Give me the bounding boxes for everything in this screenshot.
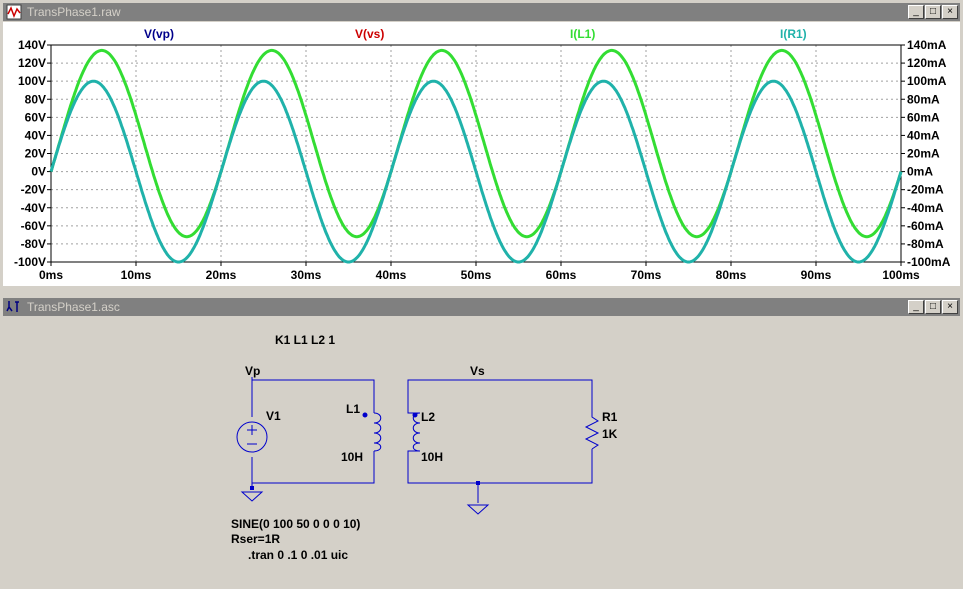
ground-icon: [466, 481, 490, 515]
x-tick-label: 70ms: [631, 268, 662, 282]
trace-legend-il1: I(L1): [570, 27, 595, 41]
plot-window-titlebar[interactable]: TransPhase1.raw _□×: [3, 3, 960, 21]
y-tick-label-left: 80V: [25, 92, 46, 106]
schematic-icon: [6, 301, 19, 312]
waveform-plot[interactable]: 0ms 10ms 20ms 30ms 40ms 50ms 60ms 70ms 80ms 90ms 1…: [3, 22, 960, 286]
trace-ir1: [49, 79, 903, 264]
y-tick-label-right: -100mA: [907, 255, 951, 269]
y-tick-label-left: 20V: [25, 147, 46, 161]
trace-legend-vvp: V(vp): [144, 27, 174, 41]
resistor-r1-icon[interactable]: [584, 413, 600, 450]
y-tick-label-right: -20mA: [907, 183, 944, 197]
component-label-r1[interactable]: R1: [602, 410, 618, 424]
tran-directive[interactable]: .tran 0 .1 0 .01 uic: [248, 548, 348, 562]
y-tick-label-left: -80V: [21, 237, 46, 251]
net-label-vs[interactable]: Vs: [470, 364, 485, 378]
x-tick-label: 0ms: [39, 268, 63, 282]
component-value-l2[interactable]: 10H: [421, 450, 443, 464]
x-tick-label: 60ms: [546, 268, 577, 282]
y-tick-label-left: -20V: [21, 183, 46, 197]
inductor-l1-icon[interactable]: [362, 412, 382, 452]
voltage-source-v1[interactable]: [236, 421, 268, 453]
x-tick-label: 10ms: [121, 268, 152, 282]
waveform-icon: [6, 4, 22, 20]
schematic-wires: [251, 377, 593, 503]
y-tick-label-left: -100V: [14, 255, 46, 269]
y-tick-label-left: 60V: [25, 110, 46, 124]
plot-window-title: TransPhase1.raw: [27, 5, 121, 19]
close-button[interactable]: ×: [942, 300, 958, 314]
y-tick-label-left: 0V: [31, 165, 46, 179]
component-value-l1[interactable]: 10H: [341, 450, 363, 464]
trace-legend-vvs: V(vs): [355, 27, 384, 41]
y-tick-label-left: 140V: [18, 38, 46, 52]
trace-legend-ir1: I(R1): [780, 27, 807, 41]
source-spec[interactable]: SINE(0 100 50 0 0 0 10): [231, 517, 360, 531]
y-tick-label-right: -80mA: [907, 237, 944, 251]
component-value-r1[interactable]: 1K: [602, 427, 618, 441]
y-tick-label-right: -60mA: [907, 219, 944, 233]
schematic-window-title: TransPhase1.asc: [27, 300, 120, 314]
component-label-v1[interactable]: V1: [266, 409, 281, 423]
y-tick-label-left: 40V: [25, 128, 46, 142]
component-label-l2[interactable]: L2: [421, 410, 435, 424]
y-tick-label-right: -40mA: [907, 201, 944, 215]
restore-button[interactable]: □: [925, 300, 941, 314]
x-tick-label: 40ms: [376, 268, 407, 282]
y-tick-label-right: 120mA: [907, 56, 947, 70]
x-tick-label: 80ms: [716, 268, 747, 282]
minimize-button[interactable]: _: [908, 300, 924, 314]
net-label-vp[interactable]: Vp: [245, 364, 260, 378]
coupling-directive[interactable]: K1 L1 L2 1: [275, 333, 335, 347]
y-tick-label-left: 100V: [18, 74, 46, 88]
y-tick-label-right: 0mA: [907, 165, 933, 179]
y-tick-label-right: 80mA: [907, 92, 940, 106]
schematic-window: TransPhase1.asc _□×: [0, 295, 963, 588]
inductor-l2-icon[interactable]: [412, 412, 421, 452]
x-tick-label: 100ms: [882, 268, 920, 282]
component-label-l1[interactable]: L1: [346, 402, 360, 416]
schematic-window-titlebar[interactable]: TransPhase1.asc _□×: [3, 298, 960, 316]
y-tick-label-right: 60mA: [907, 110, 940, 124]
restore-button[interactable]: □: [925, 5, 941, 19]
y-tick-label-left: -60V: [21, 219, 46, 233]
x-tick-label: 20ms: [206, 268, 237, 282]
x-tick-label: 50ms: [461, 268, 492, 282]
source-series-resistance[interactable]: Rser=1R: [231, 532, 280, 546]
y-tick-label-right: 100mA: [907, 74, 947, 88]
y-tick-label-right: 40mA: [907, 128, 940, 142]
x-tick-label: 30ms: [291, 268, 322, 282]
x-tick-label: 90ms: [801, 268, 832, 282]
close-button[interactable]: ×: [942, 5, 958, 19]
waveform-chart[interactable]: 0ms 10ms 20ms 30ms 40ms 50ms 60ms 70ms 80ms 90ms 1…: [3, 22, 960, 286]
schematic-drawing[interactable]: K1 L1 L2 1 Vp Vs V1 L1 10H L2 10H R1 1K …: [3, 317, 960, 584]
plot-window: TransPhase1.raw _□× 0ms 10ms 20ms 30ms 40ms 5…: [0, 0, 963, 290]
schematic-canvas[interactable]: K1 L1 L2 1 Vp Vs V1 L1 10H L2 10H R1 1K …: [3, 317, 960, 584]
minimize-button[interactable]: _: [908, 5, 924, 19]
y-tick-label-right: 20mA: [907, 147, 940, 161]
ground-icon: [240, 486, 264, 502]
y-tick-label-left: -40V: [21, 201, 46, 215]
y-tick-label-left: 120V: [18, 56, 46, 70]
trace-il1: [49, 48, 903, 239]
y-tick-label-right: 140mA: [907, 38, 947, 52]
